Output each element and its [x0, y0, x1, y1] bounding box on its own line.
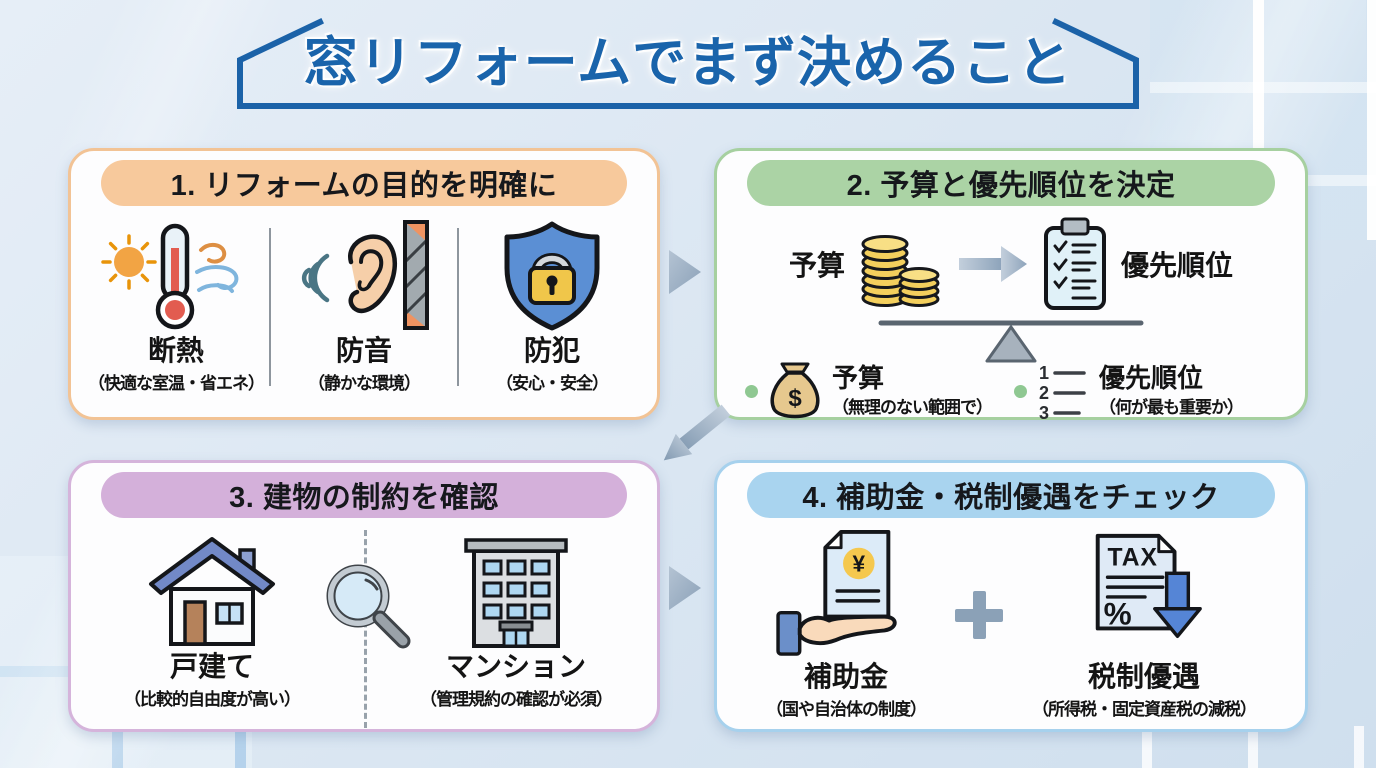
building-label-apartment: マンション: [445, 651, 586, 682]
balance-beam-icon: [878, 320, 1144, 363]
card-building-header: 3. 建物の制約を確認: [101, 472, 627, 518]
card-building-constraints: 3. 建物の制約を確認 戸建て （比較的自由度が高い）: [68, 460, 660, 732]
title-bracket-frame: [237, 18, 1139, 109]
list-number-3: 3: [1039, 403, 1049, 422]
budget-bullets: $ 予算 （無理のない範囲で） 1 2 3 優先順位 （何が最も重要か）: [717, 360, 1305, 422]
subsidy-sub-tax: （所得税・固定資産税の減税）: [1032, 700, 1257, 720]
subsidy-item-grant: ¥ 補助金 （国や自治体の制度）: [766, 528, 927, 720]
subsidy-label-grant: 補助金: [803, 661, 888, 692]
arrow-right-icon: [959, 246, 1027, 282]
bullet-priority: 1 2 3 優先順位 （何が最も重要か）: [1014, 360, 1283, 422]
title-banner: 窓リフォームでまず決めること: [228, 12, 1148, 116]
building-sub-apartment: （管理規約の確認が必須）: [420, 690, 613, 710]
apartment-icon: [464, 538, 568, 648]
dashed-divider-line: [364, 530, 367, 728]
window-grid-bottom-right: [1046, 726, 1376, 768]
bullet-budget-sub: （無理のない範囲で）: [832, 397, 993, 417]
goal-label-insulation: 断熱: [147, 335, 204, 366]
bullet-priority-label: 優先順位: [1099, 363, 1204, 394]
card-goal-body: 断熱 （快適な室温・省エネ）: [71, 210, 657, 402]
magnifier-icon: [326, 564, 411, 649]
bullet-budget-label: 予算: [832, 363, 885, 394]
insulation-icon: [101, 223, 239, 330]
building-item-apartment: マンション （管理規約の確認が必須）: [393, 526, 639, 710]
building-item-house: 戸建て （比較的自由度が高い）: [89, 526, 335, 710]
building-label-house: 戸建て: [169, 651, 254, 682]
flow-arrow-3-to-4: [669, 566, 701, 610]
flow-arrow-1-to-2: [669, 250, 701, 294]
card-renovation-goal: 1. リフォームの目的を明確に 断熱: [68, 148, 660, 420]
subsidy-hand-icon: ¥: [776, 529, 897, 656]
balance-scale: 予算: [717, 212, 1305, 364]
building-sub-house: （比較的自由度が高い）: [124, 690, 301, 710]
card-subsidy-header: 4. 補助金・税制優遇をチェック: [747, 472, 1275, 518]
bullet-priority-sub: （何が最も重要か）: [1099, 397, 1244, 417]
goal-label-soundproof: 防音: [335, 335, 392, 366]
scale-left-label: 予算: [788, 250, 845, 281]
yen-symbol: ¥: [853, 550, 866, 576]
list-number-2: 2: [1039, 383, 1049, 403]
tax-label: TAX: [1108, 544, 1158, 571]
card-building-body: 戸建て （比較的自由度が高い）: [71, 518, 657, 728]
card-budget-header: 2. 予算と優先順位を決定: [747, 160, 1275, 206]
scale-right-label: 優先順位: [1121, 250, 1234, 281]
subsidy-item-tax: TAX % 税制優遇 （所得税・固定資産税の減税）: [1032, 528, 1257, 720]
goal-sub-soundproof: （静かな環境）: [308, 374, 421, 394]
column-divider: [269, 228, 271, 386]
subsidy-sub-grant: （国や自治体の制度）: [766, 700, 927, 720]
goal-sub-security: （安心・安全）: [496, 374, 609, 394]
soundproof-icon: [301, 220, 429, 330]
page-title: 窓リフォームでまず決めること: [303, 33, 1073, 93]
bullet-budget: $ 予算 （無理のない範囲で）: [745, 360, 1014, 422]
card-subsidy-tax: 4. 補助金・税制優遇をチェック ¥ 補助金 （国や自治体の制度）: [714, 460, 1308, 732]
tax-doc-icon: TAX %: [1095, 533, 1202, 639]
plus-icon: [950, 586, 1008, 649]
house-icon: [149, 537, 275, 646]
bullet-dot: [1014, 384, 1027, 398]
column-divider: [457, 228, 459, 386]
flow-arrow-2-to-3: [663, 404, 731, 461]
svg-text:%: %: [1104, 596, 1132, 632]
goal-sub-insulation: （快適な室温・省エネ）: [88, 374, 265, 394]
card-subsidy-body: ¥ 補助金 （国や自治体の制度）: [717, 518, 1305, 720]
building-divider: [326, 526, 411, 728]
card-goal-header: 1. リフォームの目的を明確に: [101, 160, 627, 206]
list-number-1: 1: [1039, 363, 1049, 383]
checklist-icon: [1044, 217, 1106, 310]
subsidy-label-tax: 税制優遇: [1087, 661, 1200, 692]
goal-item-insulation: 断熱 （快適な室温・省エネ）: [83, 214, 269, 394]
goal-label-security: 防犯: [523, 335, 580, 366]
card-budget-priority: 2. 予算と優先順位を決定 予算: [714, 148, 1308, 422]
bullet-dot: [745, 384, 758, 398]
moneybag-icon: $: [770, 362, 820, 419]
goal-item-security: 防犯 （安心・安全）: [459, 214, 645, 394]
numbered-list-icon: 1 2 3: [1039, 363, 1086, 422]
security-icon: [504, 221, 600, 331]
dollar-symbol: $: [788, 385, 802, 412]
coins-icon: [861, 235, 940, 307]
goal-item-soundproof: 防音 （静かな環境）: [271, 214, 457, 394]
